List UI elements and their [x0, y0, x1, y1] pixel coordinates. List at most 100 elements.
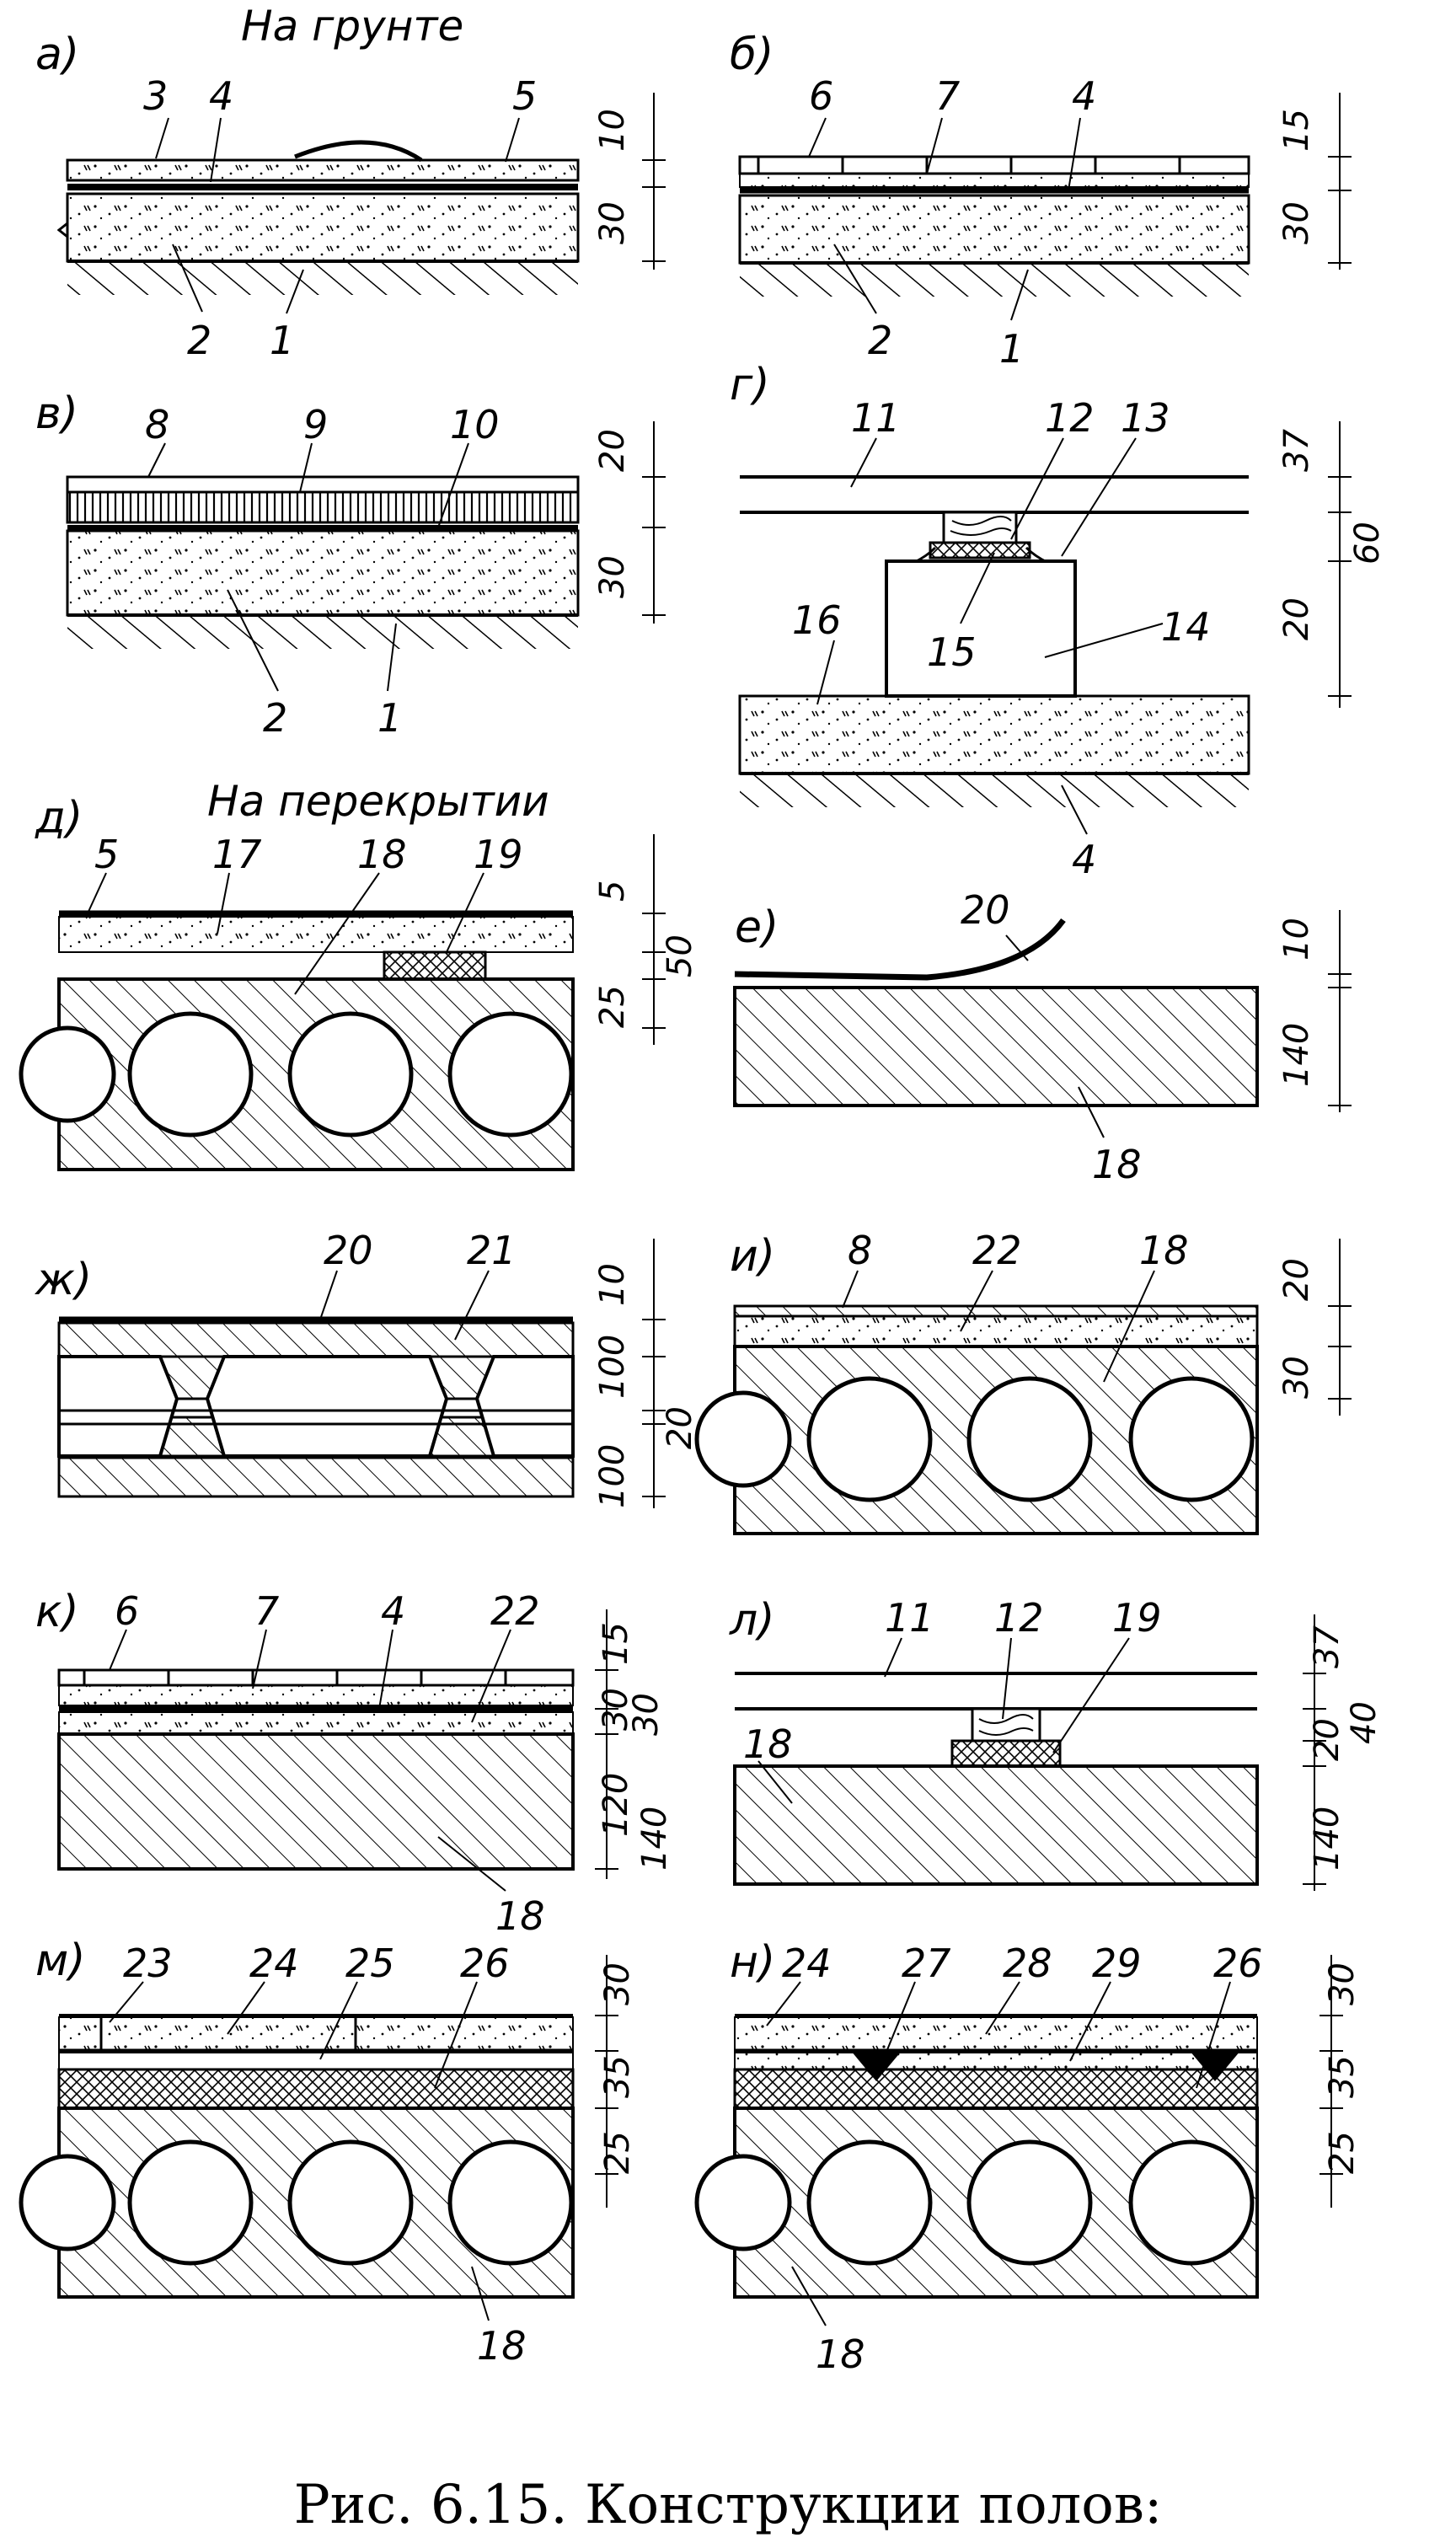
callout: 26 [460, 1941, 510, 1986]
dimension: 5 [593, 881, 632, 902]
callout: 7 [254, 1588, 279, 1634]
callout: 26 [1213, 1941, 1263, 1986]
dimension: 35 [1323, 2055, 1362, 2098]
dimension: 20 [1308, 1718, 1346, 1761]
dimension: 60 [1348, 522, 1387, 565]
callout: 19 [474, 832, 523, 877]
callout: 22 [972, 1228, 1022, 1273]
panel-e: е) 20 18 10 140 [733, 887, 1352, 1187]
callout: 21 [467, 1228, 517, 1273]
callout: 6 [809, 73, 833, 119]
dimension: 37 [1308, 1625, 1346, 1668]
callout: 20 [324, 1228, 373, 1273]
dimension: 40 [1345, 1701, 1384, 1744]
callout: 18 [357, 832, 407, 877]
callout: 6 [115, 1588, 139, 1634]
panel-g-letter: г) [730, 360, 770, 410]
callout: 1 [999, 326, 1024, 372]
dimension: 15 [597, 1622, 635, 1665]
figure-caption: Рис. 6.15. Конструкции полов: [294, 2474, 1163, 2536]
callout: 16 [792, 597, 842, 643]
callout: 12 [1045, 395, 1095, 441]
dimension: 25 [593, 985, 632, 1028]
callout: 13 [1121, 395, 1170, 441]
callout: 4 [381, 1588, 405, 1634]
panel-b-letter: б) [730, 29, 774, 80]
dimension: 50 [661, 934, 699, 977]
callout: 5 [94, 832, 119, 877]
callout: 22 [490, 1588, 540, 1634]
panel-a: а) 3 4 5 2 1 10 30 [35, 29, 666, 363]
callout: 4 [1072, 73, 1096, 119]
callout: 18 [816, 2332, 865, 2377]
callout: 9 [303, 402, 328, 447]
panel-zh: ж) 20 21 10 100 20 100 [35, 1228, 699, 1508]
panel-v: в) 8 9 10 2 1 20 30 [35, 388, 666, 741]
dimension: 100 [593, 1444, 632, 1508]
panel-k: к) 6 7 4 22 18 15 30 30 120 140 [35, 1587, 674, 1939]
callout: 2 [187, 318, 211, 363]
callout: 7 [935, 73, 960, 119]
dimension: 20 [1277, 597, 1316, 640]
callout: 11 [885, 1595, 934, 1641]
callout: 10 [450, 402, 500, 447]
callout: 18 [1092, 1142, 1142, 1187]
callout: 18 [495, 1893, 545, 1939]
dimension: 20 [1277, 1258, 1316, 1301]
callout: 27 [902, 1941, 951, 1986]
dimension: 30 [1277, 1356, 1316, 1399]
callout: 28 [1003, 1941, 1052, 1986]
dimension: 10 [1277, 918, 1316, 961]
panel-e-letter: е) [735, 902, 779, 953]
dimension: 20 [593, 429, 632, 472]
panel-a-letter: а) [35, 29, 79, 80]
dimension: 140 [1308, 1807, 1346, 1871]
callout: 11 [851, 395, 901, 441]
dimension: 120 [597, 1773, 635, 1837]
callout: 17 [212, 832, 262, 877]
dimension: 30 [1277, 201, 1316, 244]
panel-d-letter: д) [35, 793, 83, 843]
callout: 15 [927, 629, 977, 675]
callout: 1 [270, 318, 294, 363]
panel-b: б) 6 7 4 2 1 15 30 [730, 29, 1352, 372]
callout: 8 [848, 1228, 872, 1273]
dimension: 100 [593, 1335, 632, 1399]
callout: 4 [209, 73, 233, 119]
callout: 29 [1092, 1941, 1142, 1986]
heading-slab: На перекрытии [207, 777, 549, 826]
panel-i: и) 8 22 18 20 30 [694, 1228, 1352, 1535]
dimension: 30 [593, 201, 632, 244]
dimension: 10 [593, 109, 632, 152]
callout: 24 [782, 1941, 832, 1986]
dimension: 140 [1277, 1023, 1316, 1087]
dimension: 140 [635, 1807, 674, 1871]
callout: 2 [263, 695, 287, 741]
callout: 5 [512, 73, 537, 119]
callout: 19 [1112, 1595, 1162, 1641]
callout: 18 [1139, 1228, 1189, 1273]
heading-ground: На грунте [241, 2, 463, 51]
dimension: 35 [598, 2055, 637, 2098]
callout: 18 [477, 2323, 527, 2369]
dimension: 10 [593, 1263, 632, 1306]
panel-m-letter: м) [35, 1935, 86, 1986]
callout: 4 [1072, 837, 1096, 882]
dimension: 25 [598, 2131, 637, 2174]
callout: 14 [1161, 604, 1211, 650]
panel-i-letter: и) [730, 1231, 775, 1282]
ground-soil [67, 261, 578, 295]
dimension: 30 [598, 1962, 637, 2005]
dimension: 30 [597, 1688, 635, 1731]
dimension: 30 [593, 555, 632, 598]
finish-layer [66, 158, 580, 182]
panel-zh-letter: ж) [35, 1255, 92, 1305]
panel-n: н) 24 27 28 29 26 18 30 35 25 [694, 1937, 1362, 2377]
dimension: 30 [627, 1693, 666, 1736]
callout: 3 [143, 73, 168, 119]
panel-v-letter: в) [35, 388, 78, 439]
concrete-prep [66, 192, 580, 263]
callout: 12 [994, 1595, 1044, 1641]
callout: 1 [377, 695, 402, 741]
